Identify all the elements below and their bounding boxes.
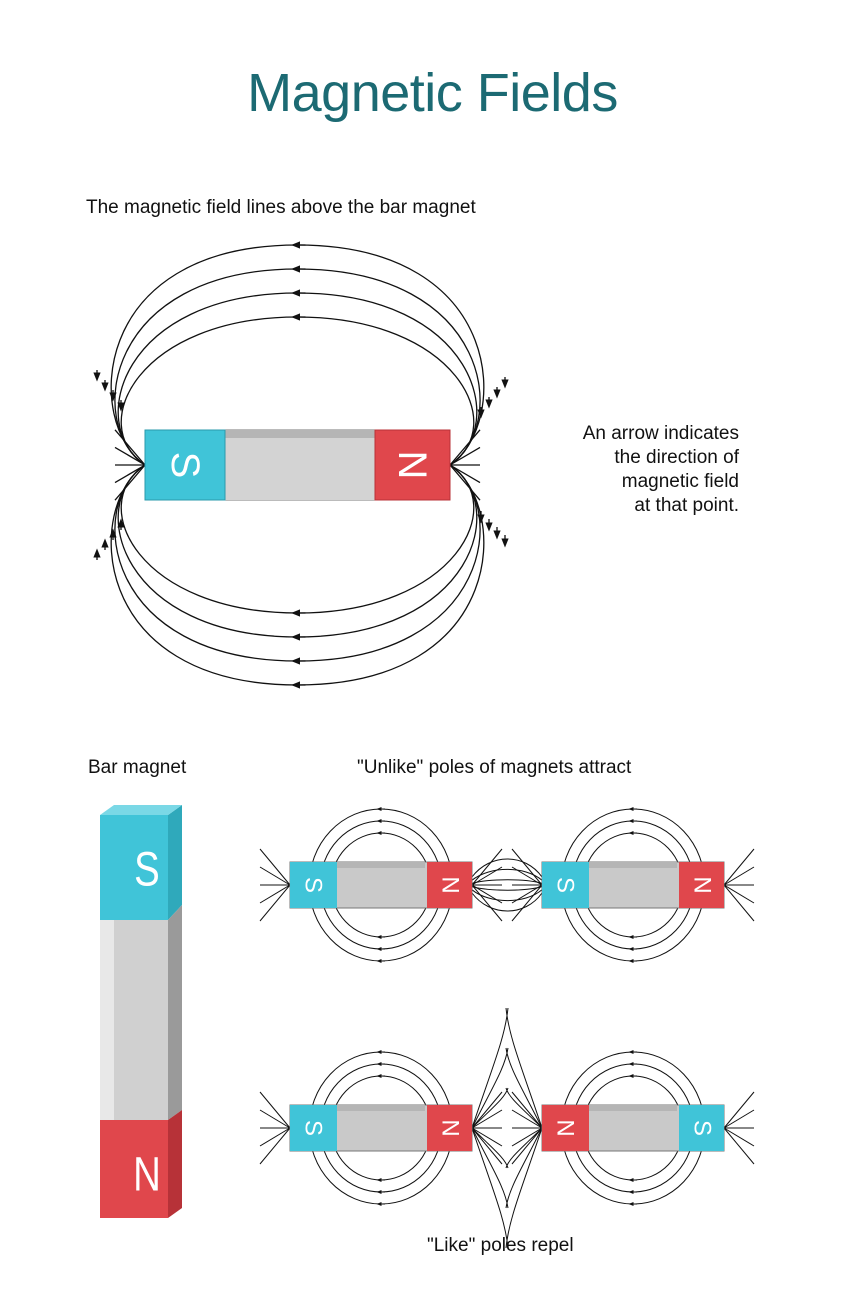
north-pole xyxy=(427,1105,472,1151)
field-line-short xyxy=(259,1091,291,1129)
field-line-short xyxy=(511,1109,543,1129)
field-line-short xyxy=(471,1127,503,1165)
field-line-attract xyxy=(471,879,543,884)
field-line-short xyxy=(449,464,481,501)
field-line-short xyxy=(259,884,291,904)
field-line-repel xyxy=(505,1087,543,1129)
bar-magnet-large: S N xyxy=(144,429,451,501)
field-line-short xyxy=(723,884,755,922)
field-line-repel xyxy=(471,1127,509,1249)
bar-magnet-heading: Bar magnet xyxy=(88,757,187,778)
north-pole xyxy=(542,1105,589,1151)
field-line-short xyxy=(471,1109,503,1129)
field-line-short xyxy=(471,1127,503,1147)
field-line-short xyxy=(449,429,481,466)
field-line-short xyxy=(723,1109,755,1129)
pole-label: S xyxy=(552,877,579,893)
field-line-attract xyxy=(471,889,543,901)
field-line-short xyxy=(511,848,543,886)
north-pole xyxy=(427,862,472,908)
field-line-repel xyxy=(505,1007,543,1129)
field-line-short xyxy=(511,884,543,922)
field-line-short xyxy=(723,866,755,886)
field-line-attract xyxy=(471,892,543,912)
unlike-poles-heading: "Unlike" poles of magnets attract xyxy=(357,757,632,778)
field-line-short xyxy=(259,1109,291,1129)
field-line-short xyxy=(723,884,755,904)
pole-label: S xyxy=(300,1120,327,1136)
field-line-short xyxy=(114,464,146,484)
field-line-attract xyxy=(471,886,543,891)
field-line-attract xyxy=(471,858,543,878)
arrow-note-line-4: at that point. xyxy=(634,495,739,516)
field-line-short xyxy=(723,1127,755,1147)
arrow-note: An arrow indicates the direction of magn… xyxy=(499,422,739,518)
south-pole-large xyxy=(144,429,226,501)
field-line-short xyxy=(449,446,481,466)
attract-lines xyxy=(471,858,543,912)
south-label-vertical: S xyxy=(134,843,160,896)
arrow-note-line-2: the direction of xyxy=(614,447,739,468)
like-poles-heading: "Like" poles repel xyxy=(427,1235,574,1256)
field-line-short xyxy=(259,866,291,886)
field-line-repel xyxy=(505,1127,543,1169)
south-pole xyxy=(290,1105,337,1151)
south-pole xyxy=(542,862,589,908)
arrow-note-line-3: magnetic field xyxy=(621,471,739,492)
field-line-short xyxy=(259,884,291,922)
pole-label: S xyxy=(300,877,327,893)
field-line-short xyxy=(471,1091,503,1129)
field-line-short xyxy=(723,1127,755,1165)
field-line-short xyxy=(114,429,146,466)
field-line-short xyxy=(723,848,755,886)
south-pole xyxy=(679,1105,724,1151)
field-line-short xyxy=(259,1127,291,1147)
arrow-note-line-1: An arrow indicates xyxy=(582,423,739,444)
pole-label: N xyxy=(552,1119,579,1136)
field-line-repel xyxy=(471,1007,509,1129)
field-line-short xyxy=(511,1127,543,1147)
field-line-short xyxy=(114,464,146,501)
north-label-vertical: N xyxy=(133,1148,161,1201)
field-line-short xyxy=(449,464,481,484)
pole-label: N xyxy=(689,876,716,893)
bar-magnet-vertical: S N xyxy=(100,805,182,1218)
south-label-large: S xyxy=(163,452,207,479)
field-line-short xyxy=(259,848,291,886)
field-lines-heading: The magnetic field lines above the bar m… xyxy=(86,197,476,218)
field-line-repel xyxy=(471,1127,509,1209)
field-lines-large xyxy=(93,241,509,689)
field-line-short xyxy=(471,848,503,886)
field-line-repel xyxy=(505,1127,543,1249)
field-line-attract xyxy=(471,869,543,881)
north-pole-large xyxy=(374,429,451,501)
pole-label: N xyxy=(437,876,464,893)
page-title: Magnetic Fields xyxy=(247,63,618,123)
field-line-short xyxy=(511,1127,543,1165)
field-line-short xyxy=(471,884,503,922)
field-line-short xyxy=(723,1091,755,1129)
field-line-repel xyxy=(505,1047,543,1129)
south-pole xyxy=(290,862,337,908)
repel-lines xyxy=(471,1007,543,1249)
north-pole xyxy=(679,862,724,908)
pole-label: N xyxy=(437,1119,464,1136)
field-line-short xyxy=(511,1091,543,1129)
field-line-repel xyxy=(505,1127,543,1209)
field-line-repel xyxy=(471,1047,509,1129)
north-label-large: N xyxy=(390,451,434,480)
pole-label: S xyxy=(689,1120,716,1136)
field-line-short xyxy=(259,1127,291,1165)
field-line-short xyxy=(114,446,146,466)
